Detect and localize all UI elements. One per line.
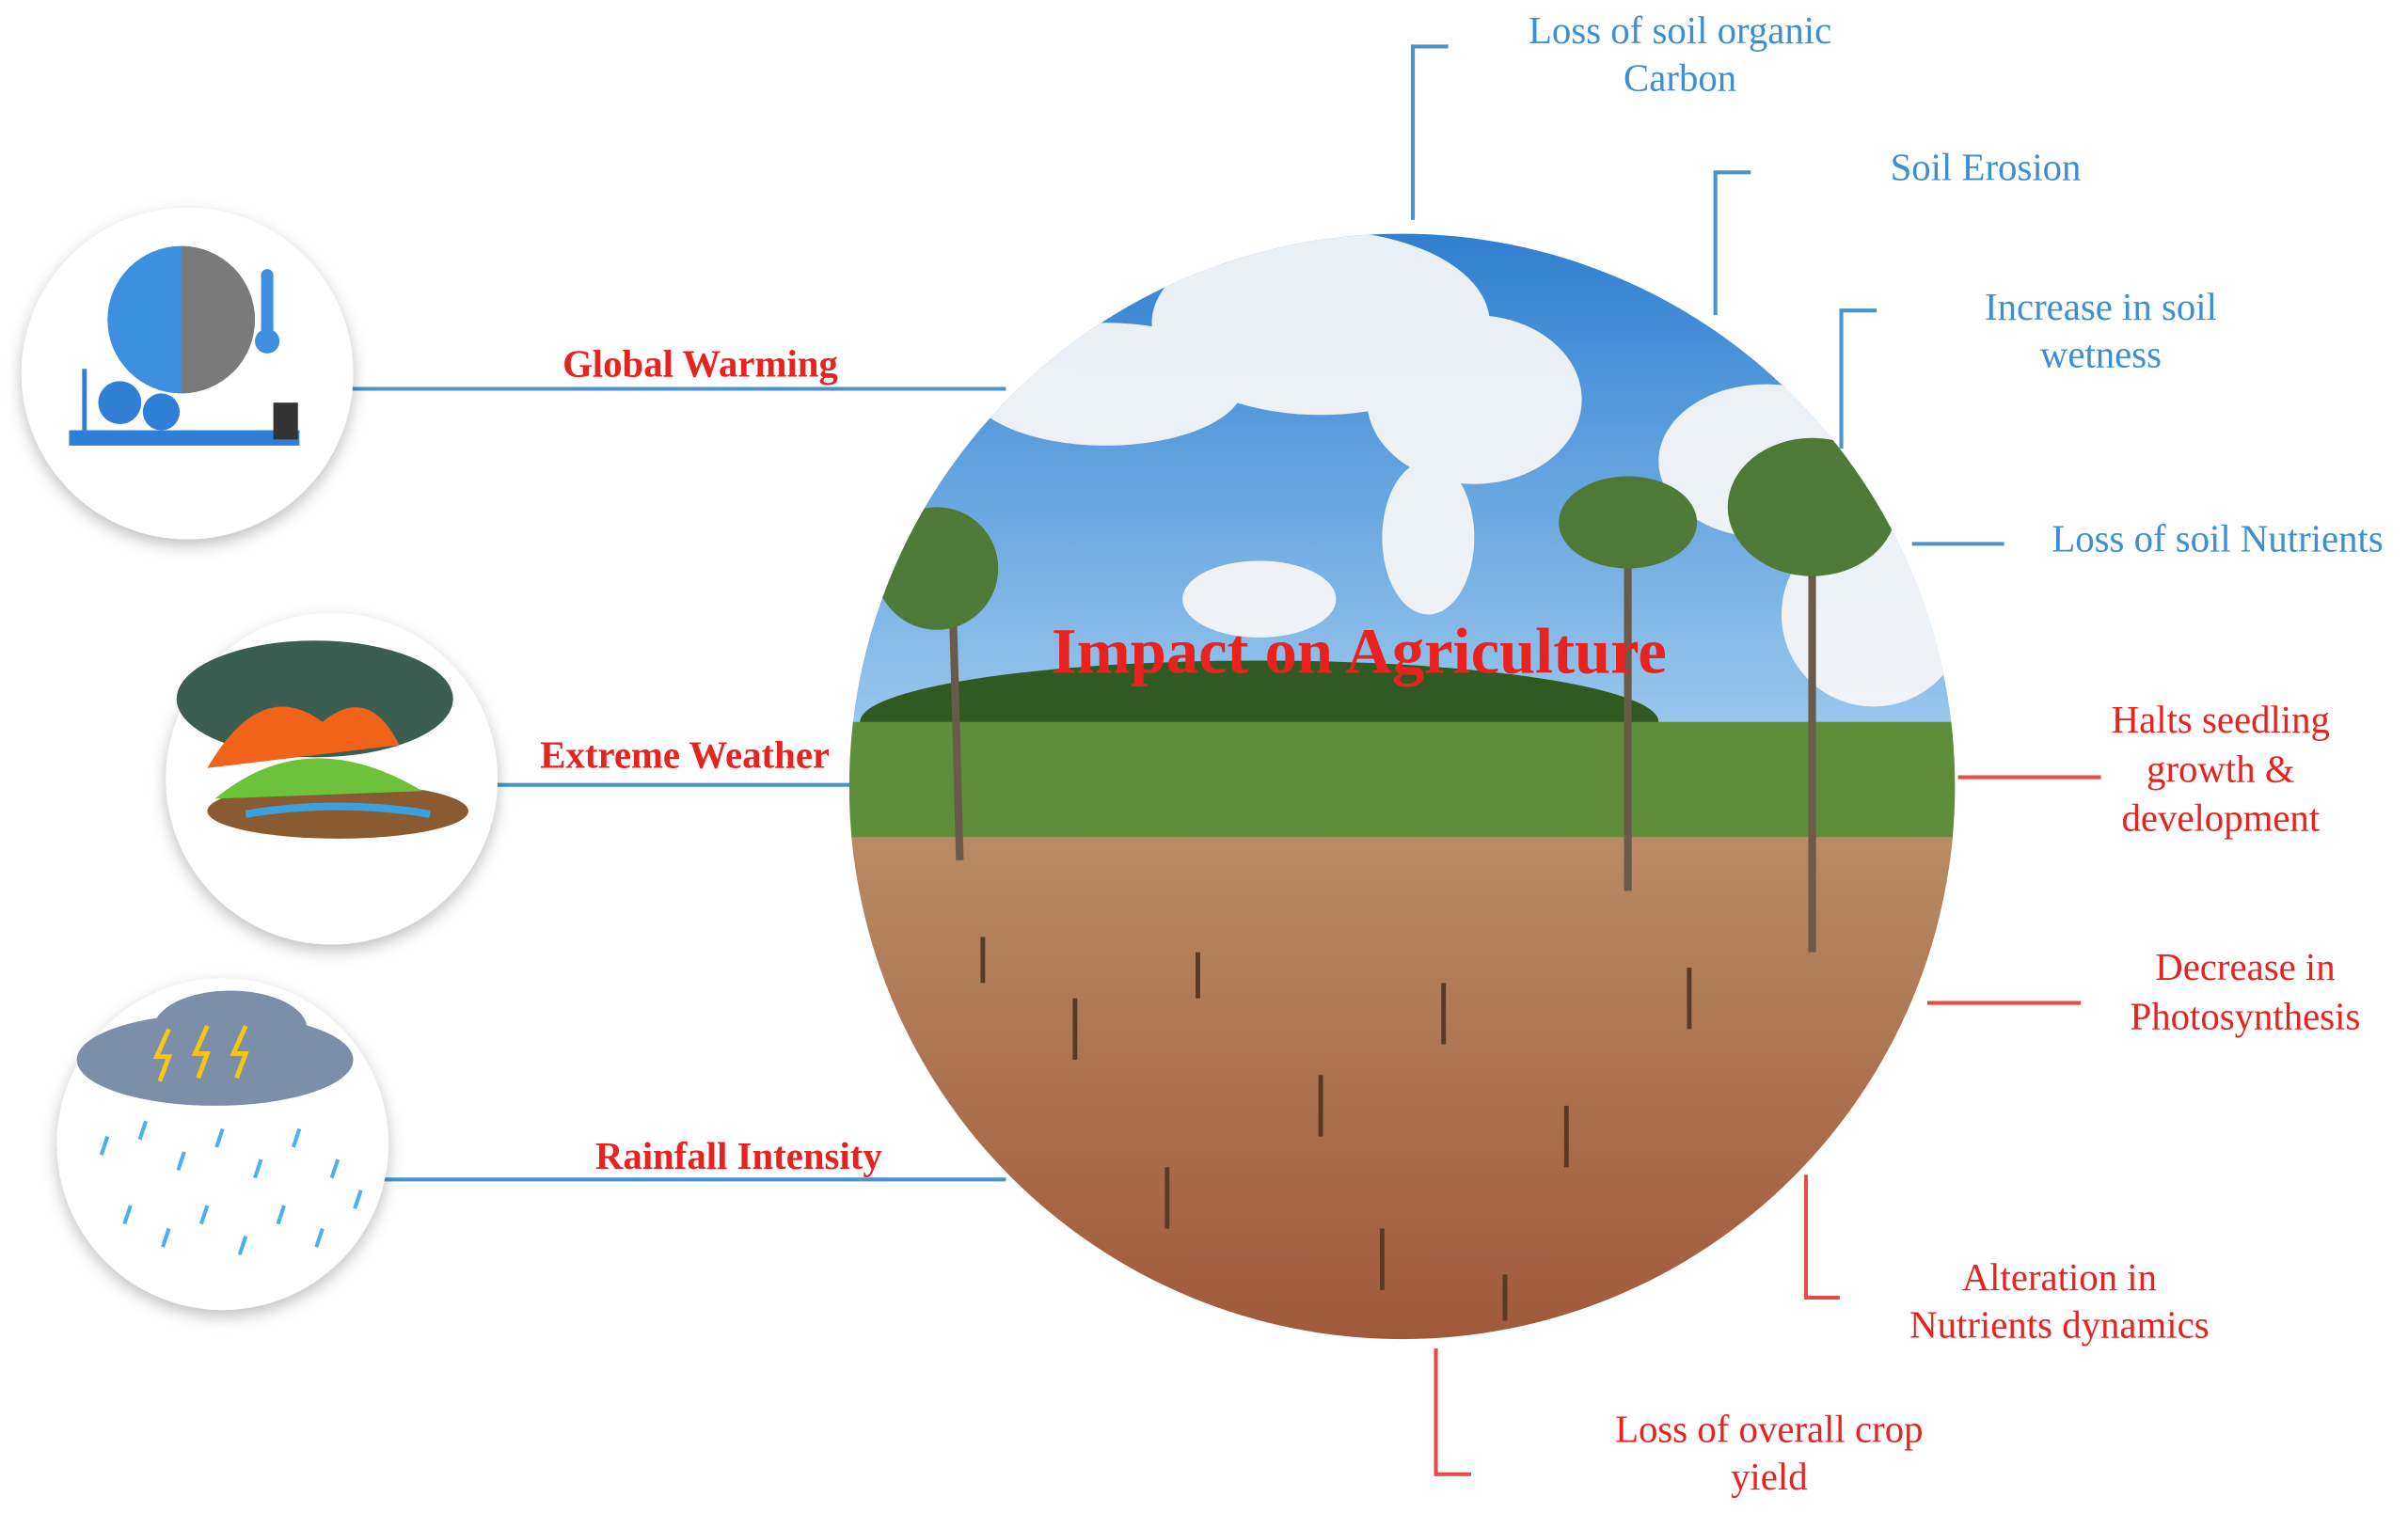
crop-connectors xyxy=(1434,775,2101,1476)
effect-halts-seedling-growth: Halts seedling growth & development xyxy=(2112,699,2330,839)
cause-connectors xyxy=(350,386,1006,1182)
effect-soil-erosion: Soil Erosion xyxy=(1891,146,2082,188)
cause-label-rainfall-intensity: Rainfall Intensity xyxy=(595,1135,882,1177)
central-title: Impact on Agriculture xyxy=(1052,616,1667,687)
svg-text:Photosynthesis: Photosynthesis xyxy=(2131,995,2361,1037)
svg-text:Increase in soil: Increase in soil xyxy=(1985,286,2217,328)
extreme-weather-icon xyxy=(166,612,498,945)
effect-loss-organic-carbon: Loss of soil organic Carbon xyxy=(1529,9,1831,100)
effect-alteration-nutrient-dynamics: Alteration in Nutrients dynamics xyxy=(1909,1256,2209,1347)
cause-label-global-warming: Global Warming xyxy=(562,342,838,385)
svg-text:yield: yield xyxy=(1731,1456,1808,1498)
effect-loss-soil-nutrients: Loss of soil Nutrients xyxy=(2052,518,2383,560)
svg-text:Nutrients dynamics: Nutrients dynamics xyxy=(1909,1303,2209,1346)
svg-text:Loss of overall crop: Loss of overall crop xyxy=(1615,1408,1923,1450)
soil-connectors xyxy=(1411,44,2004,546)
effect-increase-soil-wetness: Increase in soil wetness xyxy=(1985,286,2217,376)
svg-text:growth &: growth & xyxy=(2147,748,2295,790)
effect-loss-crop-yield: Loss of overall crop yield xyxy=(1615,1408,1923,1498)
svg-text:Decrease in: Decrease in xyxy=(2155,946,2335,988)
svg-text:Alteration in: Alteration in xyxy=(1962,1256,2157,1299)
farmland-photo xyxy=(848,233,1956,1340)
svg-text:Halts seedling: Halts seedling xyxy=(2112,699,2330,741)
svg-text:Loss of soil organic: Loss of soil organic xyxy=(1529,9,1831,52)
global-warming-icon xyxy=(21,207,354,540)
cause-label-extreme-weather: Extreme Weather xyxy=(540,734,830,777)
svg-text:wetness: wetness xyxy=(2040,334,2162,376)
effect-decrease-photosynthesis: Decrease in Photosynthesis xyxy=(2131,946,2361,1037)
rainfall-intensity-icon xyxy=(56,978,389,1311)
svg-text:development: development xyxy=(2121,797,2320,840)
svg-text:Carbon: Carbon xyxy=(1624,57,1736,100)
